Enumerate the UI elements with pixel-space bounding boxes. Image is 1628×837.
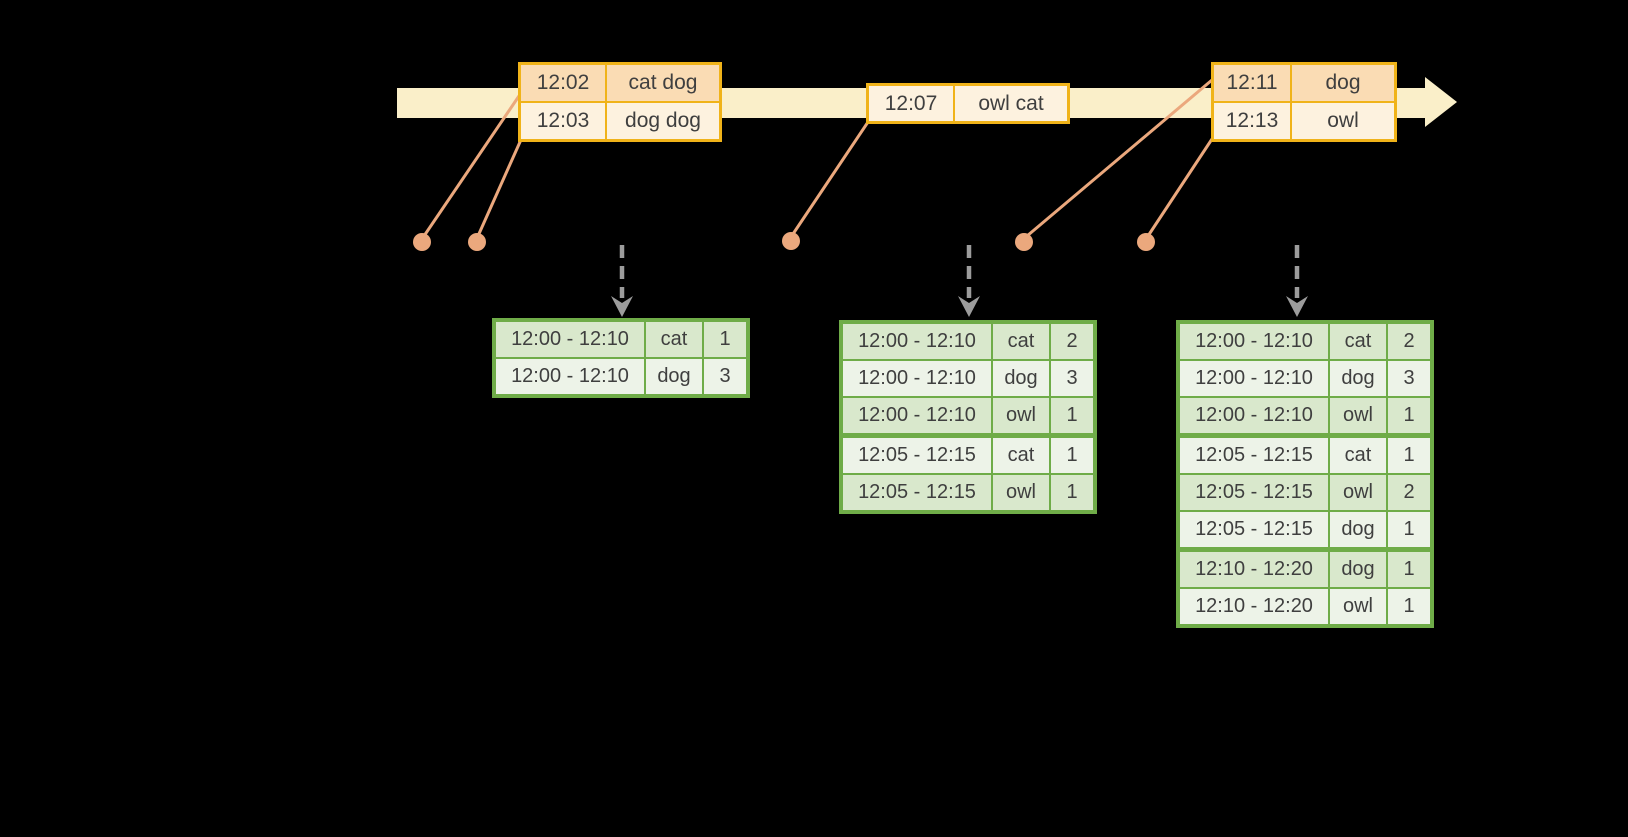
result-row: 12:00 - 12:10 owl 1 bbox=[843, 398, 1093, 433]
event-time-cell: 12:02 bbox=[521, 65, 605, 101]
result-window-cell: 12:10 - 12:20 bbox=[1180, 552, 1328, 587]
result-row: 12:00 - 12:10 dog 3 bbox=[1180, 361, 1430, 396]
result-count-cell: 1 bbox=[1388, 398, 1430, 433]
result-count-cell: 2 bbox=[1388, 475, 1430, 510]
result-row: 12:05 - 12:15 cat 1 bbox=[1180, 438, 1430, 473]
result-row: 12:00 - 12:10 cat 2 bbox=[843, 324, 1093, 359]
result-word-cell: dog bbox=[1330, 512, 1386, 547]
timeline-arrowhead-icon bbox=[1425, 77, 1457, 127]
event-time-cell: 12:13 bbox=[1214, 103, 1290, 139]
result-table-1: 12:00 - 12:10 cat 1 12:00 - 12:10 dog 3 bbox=[492, 318, 750, 398]
result-word-cell: cat bbox=[993, 324, 1049, 359]
event-row: 12:13 owl bbox=[1214, 103, 1394, 139]
result-count-cell: 1 bbox=[1051, 398, 1093, 433]
event-words-cell: owl bbox=[1292, 103, 1394, 139]
result-window-cell: 12:05 - 12:15 bbox=[1180, 475, 1328, 510]
result-window-cell: 12:00 - 12:10 bbox=[843, 398, 991, 433]
result-count-cell: 2 bbox=[1388, 324, 1430, 359]
result-word-cell: owl bbox=[1330, 398, 1386, 433]
result-count-cell: 2 bbox=[1051, 324, 1093, 359]
result-window-cell: 12:00 - 12:10 bbox=[1180, 324, 1328, 359]
result-table-2: 12:00 - 12:10 cat 2 12:00 - 12:10 dog 3 … bbox=[839, 320, 1097, 514]
result-count-cell: 3 bbox=[704, 359, 746, 394]
result-word-cell: owl bbox=[993, 475, 1049, 510]
event-dot bbox=[1015, 233, 1033, 251]
result-count-cell: 1 bbox=[1051, 438, 1093, 473]
event-time-cell: 12:07 bbox=[869, 86, 953, 121]
result-count-cell: 3 bbox=[1388, 361, 1430, 396]
result-word-cell: cat bbox=[1330, 438, 1386, 473]
result-count-cell: 1 bbox=[1051, 475, 1093, 510]
result-word-cell: dog bbox=[1330, 361, 1386, 396]
result-count-cell: 1 bbox=[1388, 512, 1430, 547]
result-window-cell: 12:05 - 12:15 bbox=[1180, 438, 1328, 473]
trigger-arrowhead-icon bbox=[1286, 296, 1308, 317]
event-words-cell: dog bbox=[1292, 65, 1394, 101]
event-time-cell: 12:03 bbox=[521, 103, 605, 139]
result-row: 12:05 - 12:15 owl 2 bbox=[1180, 475, 1430, 510]
event-connector-line bbox=[791, 121, 870, 235]
trigger-arrowhead-icon bbox=[611, 296, 633, 317]
event-row: 12:07 owl cat bbox=[869, 86, 1067, 121]
event-connector-line bbox=[1146, 138, 1214, 237]
result-window-cell: 12:00 - 12:10 bbox=[496, 359, 644, 394]
result-row: 12:00 - 12:10 cat 1 bbox=[496, 322, 746, 357]
event-row: 12:11 dog bbox=[1214, 65, 1394, 101]
result-word-cell: owl bbox=[1330, 475, 1386, 510]
result-word-cell: dog bbox=[993, 361, 1049, 396]
result-window-cell: 12:00 - 12:10 bbox=[843, 361, 991, 396]
result-row: 12:00 - 12:10 cat 2 bbox=[1180, 324, 1430, 359]
result-window-cell: 12:05 - 12:15 bbox=[843, 438, 991, 473]
result-word-cell: dog bbox=[1330, 552, 1386, 587]
result-row: 12:00 - 12:10 dog 3 bbox=[843, 361, 1093, 396]
event-row: 12:03 dog dog bbox=[521, 103, 719, 139]
trigger-arrowhead-icon bbox=[958, 296, 980, 317]
event-words-cell: owl cat bbox=[955, 86, 1067, 121]
result-window-cell: 12:10 - 12:20 bbox=[1180, 589, 1328, 624]
result-count-cell: 1 bbox=[1388, 438, 1430, 473]
result-window-cell: 12:00 - 12:10 bbox=[1180, 398, 1328, 433]
result-window-cell: 12:00 - 12:10 bbox=[843, 324, 991, 359]
event-box-1: 12:02 cat dog 12:03 dog dog bbox=[518, 62, 722, 142]
result-word-cell: owl bbox=[993, 398, 1049, 433]
result-word-cell: dog bbox=[646, 359, 702, 394]
event-dot bbox=[468, 233, 486, 251]
result-row: 12:10 - 12:20 dog 1 bbox=[1180, 552, 1430, 587]
result-word-cell: cat bbox=[1330, 324, 1386, 359]
event-time-cell: 12:11 bbox=[1214, 65, 1290, 101]
result-table-3: 12:00 - 12:10 cat 2 12:00 - 12:10 dog 3 … bbox=[1176, 320, 1434, 628]
result-row: 12:05 - 12:15 owl 1 bbox=[843, 475, 1093, 510]
event-row: 12:02 cat dog bbox=[521, 65, 719, 101]
result-count-cell: 1 bbox=[1388, 552, 1430, 587]
result-window-cell: 12:00 - 12:10 bbox=[1180, 361, 1328, 396]
event-dot bbox=[1137, 233, 1155, 251]
event-box-3: 12:11 dog 12:13 owl bbox=[1211, 62, 1397, 142]
event-words-cell: dog dog bbox=[607, 103, 719, 139]
result-window-cell: 12:00 - 12:10 bbox=[496, 322, 644, 357]
result-row: 12:05 - 12:15 cat 1 bbox=[843, 438, 1093, 473]
result-row: 12:00 - 12:10 owl 1 bbox=[1180, 398, 1430, 433]
result-row: 12:00 - 12:10 dog 3 bbox=[496, 359, 746, 394]
result-row: 12:10 - 12:20 owl 1 bbox=[1180, 589, 1430, 624]
result-count-cell: 3 bbox=[1051, 361, 1093, 396]
result-row: 12:05 - 12:15 dog 1 bbox=[1180, 512, 1430, 547]
result-word-cell: owl bbox=[1330, 589, 1386, 624]
event-connector-line bbox=[1026, 78, 1213, 238]
result-window-cell: 12:05 - 12:15 bbox=[843, 475, 991, 510]
result-window-cell: 12:05 - 12:15 bbox=[1180, 512, 1328, 547]
event-box-2: 12:07 owl cat bbox=[866, 83, 1070, 124]
event-dot bbox=[413, 233, 431, 251]
result-count-cell: 1 bbox=[1388, 589, 1430, 624]
result-count-cell: 1 bbox=[704, 322, 746, 357]
event-connector-line bbox=[422, 92, 523, 237]
event-dot bbox=[782, 232, 800, 250]
result-word-cell: cat bbox=[646, 322, 702, 357]
event-words-cell: cat dog bbox=[607, 65, 719, 101]
event-connector-line bbox=[476, 132, 526, 237]
result-word-cell: cat bbox=[993, 438, 1049, 473]
